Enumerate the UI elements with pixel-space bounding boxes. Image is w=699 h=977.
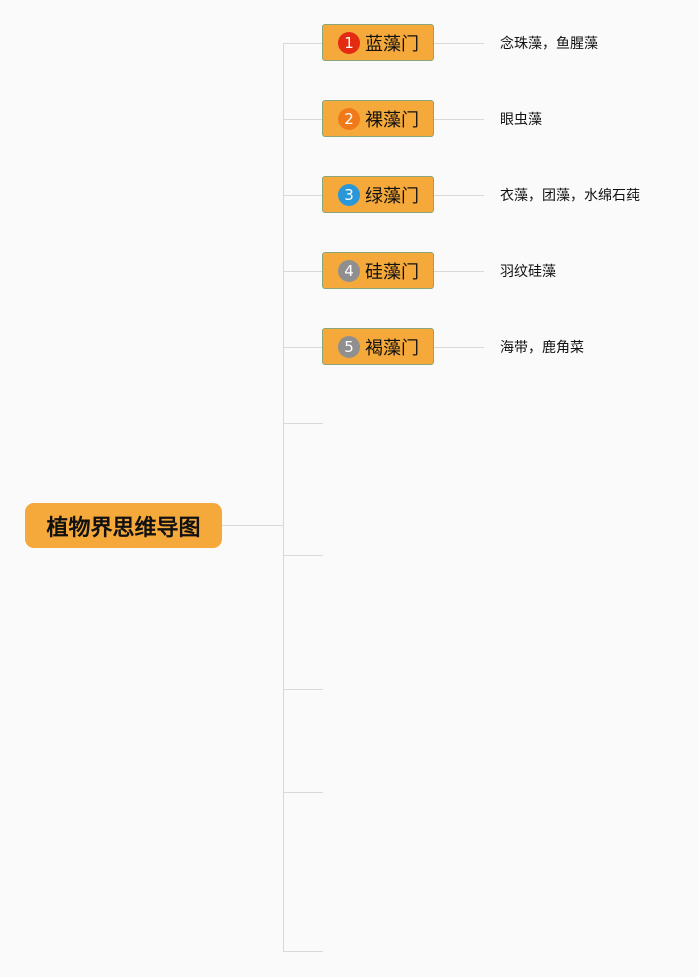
empty-branch-connector [283,555,323,556]
leaf-label-1[interactable]: 念珠藻，鱼腥藻 [500,36,598,52]
leaf-connector-5 [434,347,484,348]
branch-label: 绿藻门 [365,185,419,207]
branch-label: 裸藻门 [365,109,419,131]
number-badge-icon: 4 [338,259,360,282]
root-node[interactable]: 植物界思维导图 [25,503,222,548]
branch-node-4[interactable]: 4 硅藻门 [322,252,434,289]
branch-node-5[interactable]: 5 褐藻门 [322,328,434,365]
leaf-connector-2 [434,119,484,120]
branch-connector-5 [283,347,323,348]
leaf-connector-4 [434,271,484,272]
number-badge-icon: 3 [338,183,360,206]
empty-branch-connector [283,423,323,424]
branch-node-2[interactable]: 2 裸藻门 [322,100,434,137]
spine-connector [283,43,284,952]
root-label: 植物界思维导图 [46,515,201,541]
root-connector [222,525,284,526]
leaf-label-2[interactable]: 眼虫藻 [500,112,542,128]
branch-label: 硅藻门 [365,261,419,283]
branch-connector-1 [283,43,323,44]
branch-node-1[interactable]: 1 蓝藻门 [322,24,434,61]
branch-label: 褐藻门 [365,337,419,359]
branch-connector-3 [283,195,323,196]
branch-node-3[interactable]: 3 绿藻门 [322,176,434,213]
number-badge-icon: 1 [338,31,360,54]
empty-branch-connector [283,792,323,793]
leaf-label-5[interactable]: 海带，鹿角菜 [500,340,584,356]
empty-branch-connector [283,689,323,690]
number-badge-icon: 5 [338,335,360,358]
empty-branch-connector [283,951,323,952]
leaf-label-4[interactable]: 羽纹硅藻 [500,264,556,280]
leaf-connector-1 [434,43,484,44]
branch-connector-2 [283,119,323,120]
number-badge-icon: 2 [338,107,360,130]
branch-label: 蓝藻门 [365,33,419,55]
leaf-label-3[interactable]: 衣藻，团藻，水绵石莼 [500,188,640,204]
branch-connector-4 [283,271,323,272]
leaf-connector-3 [434,195,484,196]
